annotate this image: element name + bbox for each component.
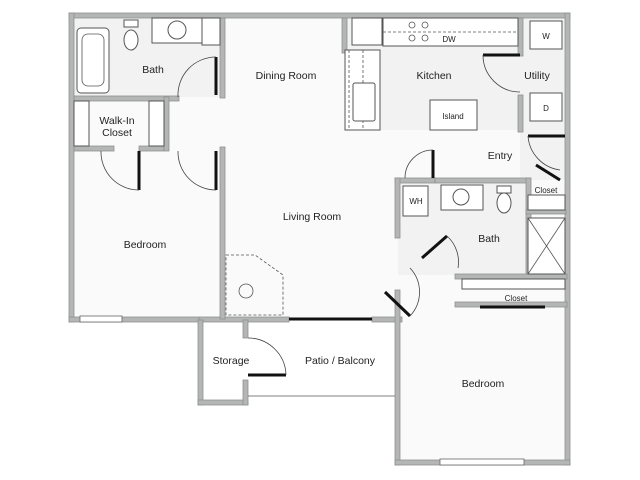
room-label-entry-closet: Closet [535, 186, 558, 195]
stove-burner-icon [408, 21, 416, 29]
island [429, 99, 478, 131]
water-heater [402, 185, 429, 217]
fireplace-icon [225, 254, 284, 316]
toilet-icon [496, 192, 512, 214]
fixtures [73, 17, 566, 316]
room-label-walk-in: Walk-In [99, 115, 134, 127]
label-dishwasher: DW [442, 35, 456, 44]
washer [529, 20, 563, 50]
room-label-storage: Storage [213, 355, 250, 367]
room-label-utility: Utility [524, 70, 550, 82]
room-label-kitchen: Kitchen [416, 70, 451, 82]
room-label-bedroom-left: Bedroom [124, 239, 167, 251]
toilet-icon [123, 29, 139, 51]
room-label-dining-room: Dining Room [256, 70, 317, 82]
label-island: Island [442, 112, 463, 121]
label-water-heater: WH [409, 197, 423, 206]
sink-icon [452, 188, 470, 206]
room-label-living-room: Living Room [283, 211, 342, 223]
room-label-bedroom-right: Bedroom [462, 378, 505, 390]
room-label-entry: Entry [488, 150, 513, 162]
label-dryer: D [543, 104, 549, 113]
doors [100, 53, 565, 397]
room-labels: Bath Dining Room Kitchen Utility Walk-In… [99, 32, 558, 390]
room-label-bedroom-closet: Closet [505, 294, 528, 303]
label-washer: W [542, 32, 550, 41]
room-label-bath-second: Bath [478, 233, 500, 245]
room-label-bath: Bath [142, 64, 164, 76]
room-label-patio: Patio / Balcony [305, 355, 376, 367]
windows [79, 315, 525, 466]
sink-icon [167, 20, 187, 40]
dryer [529, 92, 563, 122]
room-label-closet: Closet [102, 127, 132, 139]
bathtub-icon [76, 27, 110, 94]
